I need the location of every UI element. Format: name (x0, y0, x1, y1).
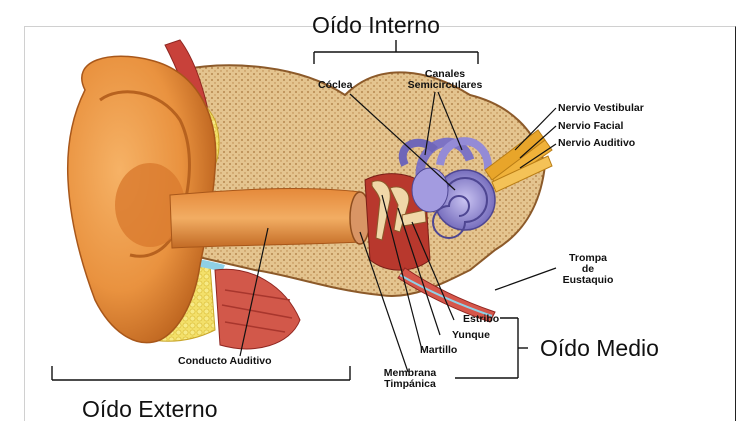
label-trompa-line3: Eustaquio (548, 275, 628, 286)
temporal-bone (175, 65, 545, 296)
region-title-inner: Oído Interno (312, 12, 440, 39)
label-canales-line2: Semicirculares (390, 80, 500, 91)
label-nervio-vestibular: Nervio Vestibular (558, 103, 644, 114)
label-nervio-auditivo: Nervio Auditivo (558, 138, 635, 149)
bracket-middle (455, 318, 528, 378)
label-trompa: Trompa de Eustaquio (548, 253, 628, 286)
bracket-outer (52, 366, 350, 380)
label-conducto: Conducto Auditivo (178, 356, 272, 367)
label-canales: Canales Semicirculares (390, 69, 500, 91)
label-nervio-facial: Nervio Facial (558, 121, 623, 132)
label-membrana: Membrana Timpánica (370, 368, 450, 390)
region-title-middle: Oído Medio (540, 335, 659, 362)
label-yunque: Yunque (452, 330, 490, 341)
label-membrana-line2: Timpánica (370, 379, 450, 390)
region-title-outer: Oído Externo (82, 396, 218, 423)
label-estribo: Estribo (463, 314, 499, 325)
label-coclea: Cóclea (318, 80, 352, 91)
muscle-lower (215, 269, 300, 349)
label-martillo: Martillo (420, 345, 457, 356)
bracket-inner (314, 40, 478, 64)
